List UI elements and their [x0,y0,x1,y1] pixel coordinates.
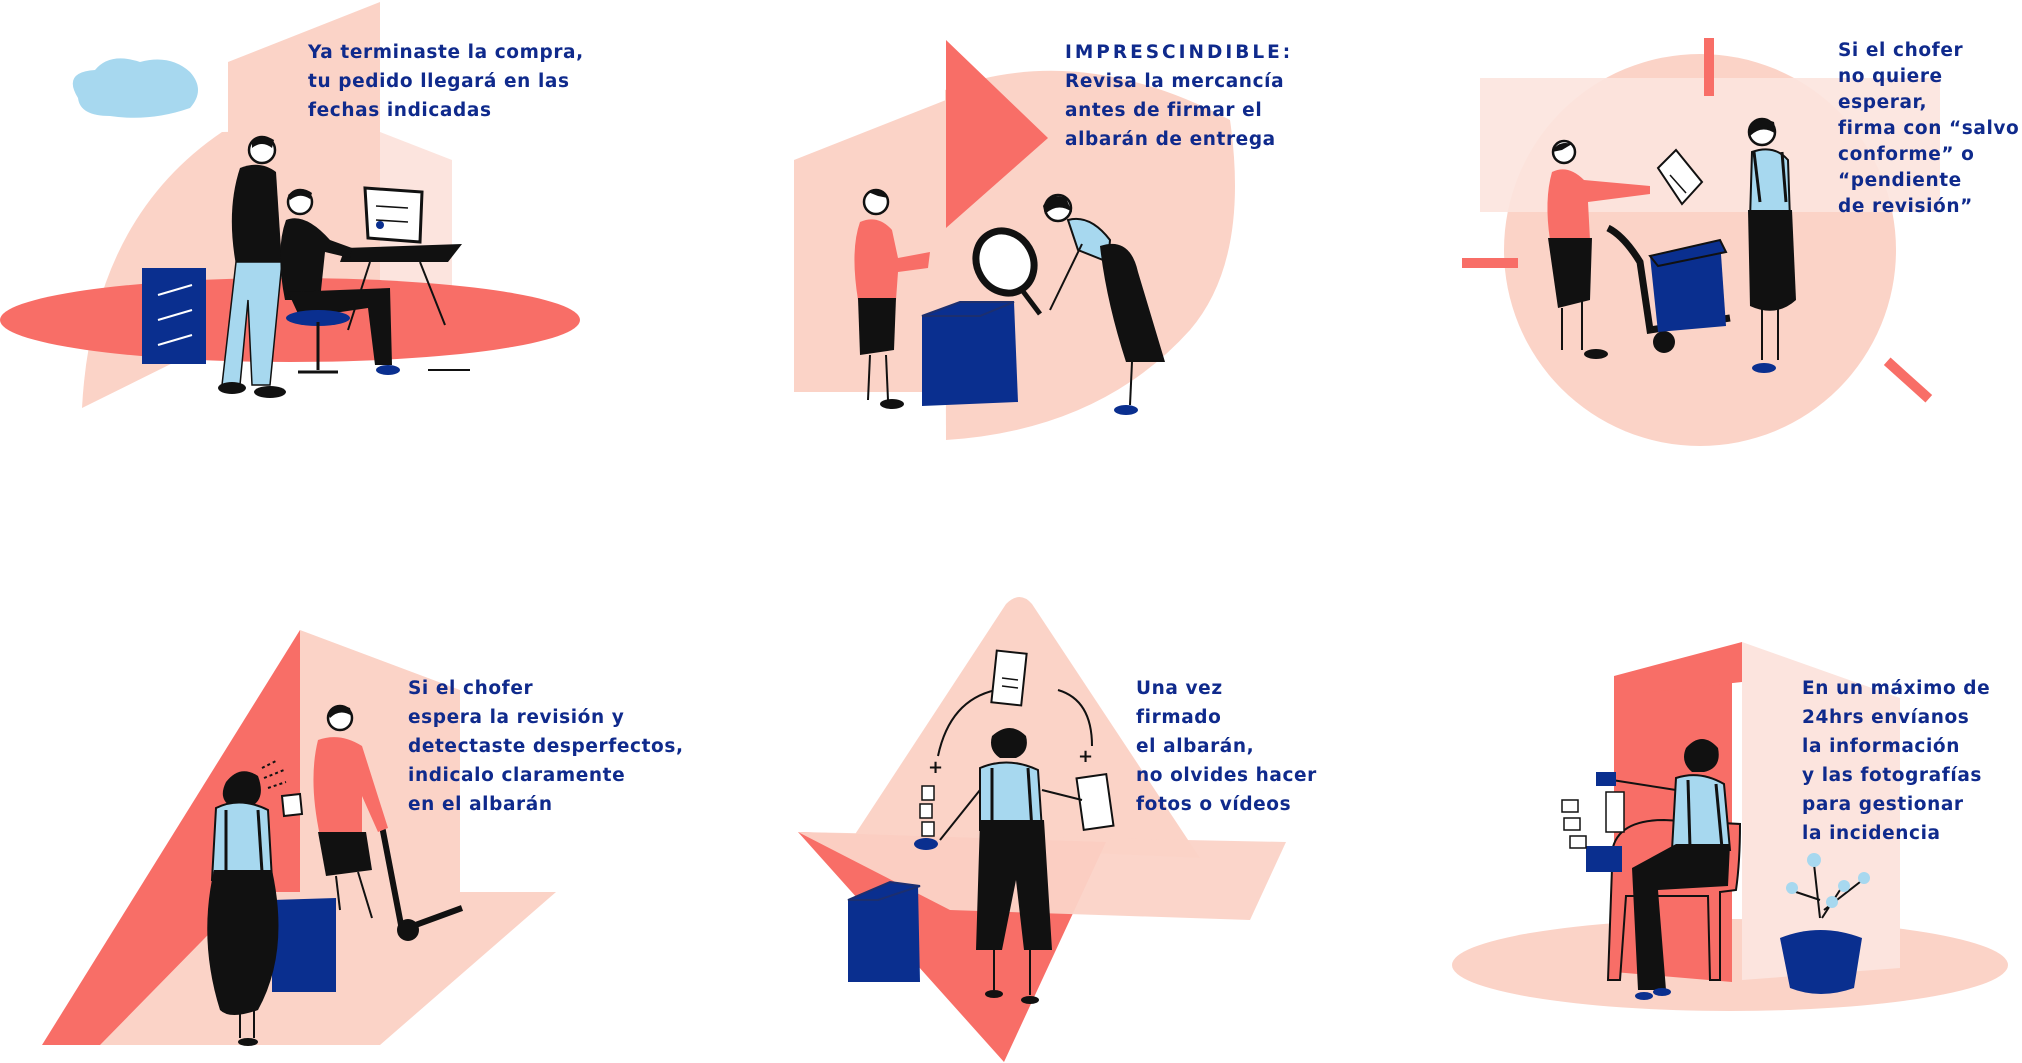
laptop-icon [1586,846,1622,872]
chair-seat-shape [286,310,350,326]
step-5-line-3: el albarán, [1136,736,1255,757]
photo-card-1-icon [1561,799,1579,813]
step-4-panel: Si el chofer espera la revisión y detect… [0,600,700,1063]
step-3-line-6: “pendiente [1838,170,1962,191]
step-6-caption: En un máximo de 24hrs envíanos la inform… [1802,674,1990,848]
seated-man-body-shape [280,218,352,300]
camera-icon [1596,772,1616,786]
step-6-line-1: En un máximo de [1802,678,1991,699]
cloud-shape [72,58,198,118]
step-2-caption: IMPRESCINDIBLE: Revisa la mercancía ante… [1065,38,1293,154]
step-4-line-4: indicalo claramente [408,765,626,786]
step-5-line-5: fotos o vídeos [1136,794,1292,815]
pink-triangle-shape [850,597,1200,858]
woman-dungarees-shape [976,820,1052,950]
document-icon [990,649,1028,707]
woman-skirt-shape [207,870,279,1015]
step-5-caption: Una vez firmado el albarán, no olvides h… [1136,674,1317,819]
coral-wall-panel-shape [1614,642,1742,696]
step-4-line-2: espera la revisión y [408,707,625,728]
step-6-line-2: 24hrs envíanos [1802,707,1970,728]
photo-card-3-icon [1569,835,1587,849]
plant-pot-shape [1780,930,1862,994]
step-2-line-3: antes de firmar el [1065,100,1263,121]
step-6-illustration [1452,642,2008,1011]
woman-hair-shape [222,771,261,806]
right-tick-shape [1883,357,1933,403]
step-5-illustration: + + [798,597,1286,1062]
step-4-line-1: Si el chofer [408,678,534,699]
step-3-line-5: conforme” o [1838,144,1975,165]
step-2-line-4: albarán de entrega [1065,129,1276,150]
red-man-shorts-shape [318,832,372,876]
step-1-line-2: tu pedido llegará en las [308,71,570,92]
step-4-line-5: en el albarán [408,794,553,815]
box-shape [922,302,1018,406]
step-2-line-2: Revisa la mercancía [1065,71,1285,92]
standing-man-body-shape [231,164,282,265]
clipboard-shape [280,792,304,818]
red-man-body-shape [313,737,388,836]
step-3-illustration [1462,38,1940,446]
top-tick-shape [1704,38,1714,96]
step-5-line-4: no olvides hacer [1136,765,1317,786]
speech-line-1 [261,759,279,769]
step-4-caption: Si el chofer espera la revisión y detect… [408,674,684,819]
document-shape [1656,148,1704,206]
step-5-panel: + + Una vez firmado el albarán, no olvid… [780,590,1340,1063]
step-3-caption: Si el chofer no quiere esperar, firma co… [1838,38,2019,220]
light-band-shape [1480,78,1940,212]
box-shape [848,886,920,982]
photo-strip-icon [921,785,935,801]
woman-hair-shape [1684,739,1719,772]
magnifier-shape [972,227,1038,297]
step-3-line-1: Si el chofer [1838,40,1964,61]
step-5-line-1: Una vez [1136,678,1223,699]
light-wall-shape [1742,642,1900,980]
seated-man-legs-shape [288,288,392,365]
desk-shape [340,244,462,262]
step-6-line-6: la incidencia [1802,823,1941,844]
clipboard-icon [1075,773,1115,831]
step-3-line-7: de revisión” [1838,196,1973,217]
laptop-screen-shape [363,186,424,244]
photo-card-2-icon [1563,817,1581,831]
woman-legs-shape [1632,844,1730,990]
step-6-line-4: y las fotografías [1802,765,1983,786]
step-1-illustration [0,2,580,408]
plus-right-icon: + [1078,746,1093,767]
woman-hair-shape [991,728,1027,758]
left-tick-shape [1462,258,1518,268]
step-1-caption: Ya terminaste la compra, tu pedido llega… [308,38,584,125]
step-6-panel: En un máximo de 24hrs envíanos la inform… [1440,600,2022,1063]
dolly-shape [1606,224,1731,334]
red-man-shorts-shape [1548,238,1592,308]
step-1-line-1: Ya terminaste la compra, [308,42,584,63]
red-man-shorts-shape [858,298,896,355]
driver-skirt-shape [1748,210,1796,311]
step-4-line-3: detectaste desperfectos, [408,736,684,757]
document-icon [1605,791,1625,833]
step-3-panel: Si el chofer no quiere esperar, firma co… [1440,0,2022,450]
step-4-illustration [42,630,556,1046]
red-man-body-shape [854,219,930,300]
step-2-panel: IMPRESCINDIBLE: Revisa la mercancía ante… [760,0,1320,450]
woman-skirt-shape [1100,243,1165,362]
step-3-line-4: firma con “salvo [1838,118,2020,139]
step-2-illustration [794,40,1235,440]
step-1-line-3: fechas indicadas [308,100,492,121]
red-man-body-shape [1547,169,1650,240]
box-shape [272,898,336,992]
camera-icon [914,838,938,850]
plus-left-icon: + [928,757,943,778]
coral-triangle-shape [946,40,1048,228]
step-1-panel: Ya terminaste la compra, tu pedido llega… [0,0,680,420]
step-2-heading: IMPRESCINDIBLE: [1065,42,1294,63]
step-6-line-5: para gestionar [1802,794,1964,815]
step-5-line-2: firmado [1136,707,1222,728]
step-3-line-2: no quiere [1838,66,1943,87]
step-6-line-3: la información [1802,736,1961,757]
step-3-line-3: esperar, [1838,92,1928,113]
arc-shape [937,689,1093,757]
